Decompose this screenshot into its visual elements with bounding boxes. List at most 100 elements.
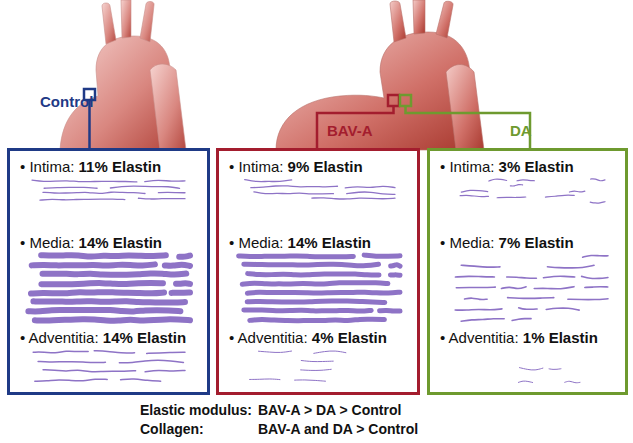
elastin-fiber xyxy=(583,255,608,257)
layer-elastin: • Media: 14% Elastin xyxy=(229,234,371,251)
elastin-fiber xyxy=(312,198,395,199)
elastin-fiber xyxy=(507,277,537,278)
elastin-fiber xyxy=(138,198,185,200)
elastin-fiber xyxy=(94,351,134,353)
elastin-fiber xyxy=(43,192,145,193)
elastin-fiber xyxy=(158,192,185,194)
layer-name: • Intima: xyxy=(20,158,74,175)
elastin-fiber xyxy=(460,195,488,196)
elastin-fiber xyxy=(510,185,522,186)
elastin-fiber xyxy=(585,286,608,288)
elastin-fiber xyxy=(543,276,574,277)
elastin-fiber xyxy=(165,265,190,266)
elastin-fiber xyxy=(251,186,338,188)
elastin-fiber xyxy=(145,180,185,181)
elastin-fiber xyxy=(242,283,388,284)
layer-elastin: • Adventitia: 4% Elastin xyxy=(229,329,387,346)
elastin-fiber xyxy=(301,369,332,370)
group-heading: DA xyxy=(510,122,532,139)
elastin-fiber xyxy=(44,187,97,189)
elastin-fiber xyxy=(519,308,537,309)
layer-elastin: • Adventitia: 14% Elastin xyxy=(20,329,186,346)
layer-name: • Adventitia: xyxy=(229,329,308,346)
dilated-aorta xyxy=(276,0,484,150)
sample-marker xyxy=(84,89,530,148)
elastin-fiber xyxy=(145,370,185,371)
elastin-fiber xyxy=(258,351,291,352)
elastin-fiber xyxy=(569,190,584,192)
elastin-fiber xyxy=(508,297,554,299)
elastin-fiber xyxy=(254,192,334,194)
elastin-fiber xyxy=(147,352,185,353)
layer-elastin: • Intima: 11% Elastin xyxy=(20,158,161,175)
elastin-fiber xyxy=(247,301,385,302)
layer-elastin: • Media: 14% Elastin xyxy=(20,234,162,251)
elastin-fiber xyxy=(239,253,354,259)
elastin-fiber xyxy=(32,264,155,265)
elastin-fiber xyxy=(565,381,580,382)
elastin-fiber xyxy=(512,319,531,321)
elastin-percent: 14% Elastin xyxy=(74,234,162,251)
summary-note: BAV-A and DA > Control xyxy=(258,421,418,437)
elastin-fiber xyxy=(568,298,608,300)
elastin-percent: 7% Elastin xyxy=(494,234,573,251)
layer-elastin: • Media: 7% Elastin xyxy=(440,234,574,251)
elastin-fiber xyxy=(534,287,574,289)
summary-note: BAV-A > DA > Control xyxy=(258,402,401,418)
elastin-fiber xyxy=(295,380,326,381)
elastin-fiber xyxy=(590,202,605,203)
elastin-fibers xyxy=(28,179,608,383)
elastin-fiber xyxy=(501,287,526,289)
layer-elastin: • Intima: 9% Elastin xyxy=(229,158,363,175)
elastin-fiber xyxy=(301,360,333,361)
summary-note: Collagen: xyxy=(140,421,204,437)
elastin-fiber xyxy=(545,195,574,197)
elastin-fiber xyxy=(35,319,190,320)
group-heading: BAV-A xyxy=(327,122,373,139)
summary-note: Elastic modulus: xyxy=(140,402,252,418)
elastin-fiber xyxy=(245,180,292,182)
elastin-fiber xyxy=(176,280,190,287)
elastin-fiber xyxy=(461,319,504,322)
elastin-percent: 11% Elastin xyxy=(74,158,161,175)
elastin-fiber xyxy=(461,190,487,192)
elastin-fiber xyxy=(33,351,88,353)
sample-panel: BAV-A• Intima: 9% Elastin• Media: 14% El… xyxy=(216,148,420,395)
elastin-fiber xyxy=(250,378,280,380)
layer-name: • Media: xyxy=(440,234,494,251)
elastin-fiber xyxy=(43,273,187,274)
elastin-percent: 4% Elastin xyxy=(308,329,387,346)
group-heading: Control xyxy=(40,93,93,110)
elastin-fiber xyxy=(172,290,190,296)
layer-elastin: • Intima: 3% Elastin xyxy=(440,158,574,175)
layer-name: • Adventitia: xyxy=(440,329,519,346)
elastin-percent: 9% Elastin xyxy=(283,158,362,175)
elastin-fiber xyxy=(314,351,346,353)
elastin-fiber xyxy=(244,310,371,311)
elastin-fiber xyxy=(364,255,400,256)
elastin-fiber xyxy=(119,360,183,362)
elastin-fiber xyxy=(390,272,400,277)
layer-name: • Media: xyxy=(20,234,74,251)
elastin-percent: 14% Elastin xyxy=(283,234,371,251)
elastin-fiber xyxy=(121,379,161,381)
elastin-fiber xyxy=(591,179,605,181)
elastin-fiber xyxy=(456,286,495,288)
control-aorta xyxy=(60,0,186,150)
layer-name: • Intima: xyxy=(229,158,283,175)
sample-panel: DA• Intima: 3% Elastin• Media: 7% Elasti… xyxy=(427,148,628,395)
layer-name: • Adventitia: xyxy=(20,329,99,346)
elastin-fiber xyxy=(32,180,137,182)
elastin-fiber xyxy=(465,298,488,299)
elastin-fiber xyxy=(461,265,500,267)
elastin-fiber xyxy=(391,265,400,266)
layer-name: • Intima: xyxy=(440,158,494,175)
elastin-fiber xyxy=(455,309,502,310)
elastin-fiber xyxy=(247,292,400,293)
elastin-fiber xyxy=(518,381,532,382)
elastin-fiber xyxy=(250,319,385,320)
elastin-fiber xyxy=(549,368,561,370)
sample-panel: Control• Intima: 11% Elastin• Media: 14%… xyxy=(7,148,210,395)
elastin-fiber xyxy=(38,361,105,363)
